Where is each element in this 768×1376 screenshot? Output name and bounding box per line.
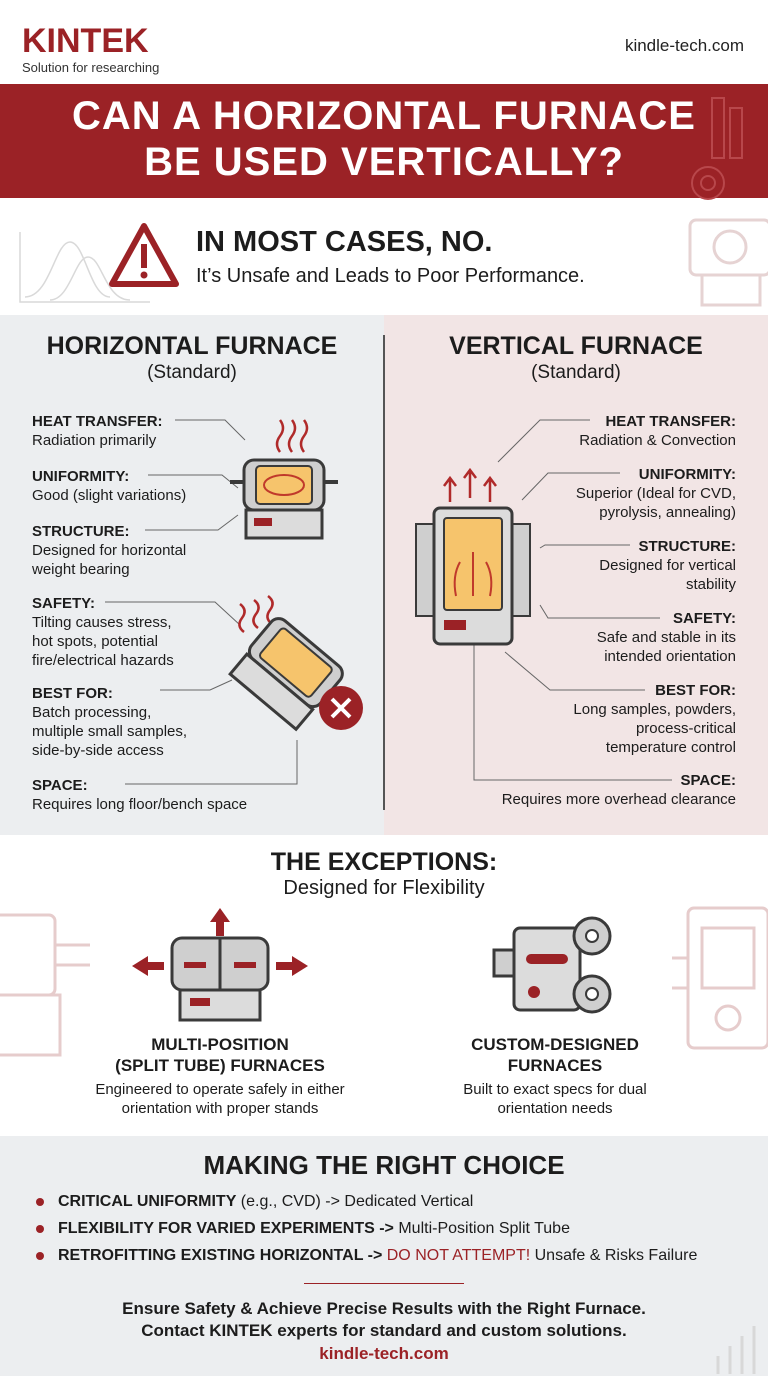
choice-item: RETROFITTING EXISTING HORIZONTAL -> DO N… [36,1247,697,1265]
horizontal-feature: UNIFORMITY: Good (slight variations) [32,467,186,505]
page-title-line2: BE USED VERTICALLY? [144,140,624,184]
feature-text: Requires long floor/bench space [32,796,248,813]
bullet-icon [36,1224,44,1233]
feature-heading: BEST FOR: [655,682,736,699]
decorative-furnace-graphic-right [672,906,768,1050]
choice-item-value: Multi-Position Split Tube [393,1220,570,1237]
brand-logo[interactable]: KINTEK Solution for researching [22,24,159,75]
feature-heading: SAFETY: [32,595,96,612]
choice-item-tail: Unsafe & Risks Failure [530,1247,698,1264]
exception-description: Engineered to operate safely in either o… [70,1080,370,1118]
feature-text: Batch processing, multiple small samples… [32,704,188,759]
exception-desc-line: Engineered to operate safely in either [95,1081,345,1098]
bullet-icon [36,1251,44,1260]
page-title: CAN A HORIZONTAL FURNACE BE USED VERTICA… [0,93,768,185]
exception-name-line: (SPLIT TUBE) FURNACES [115,1056,325,1075]
horizontal-furnace-icon [230,419,338,540]
horizontal-feature: HEAT TRANSFER: Radiation primarily [32,412,163,450]
horizontal-panel [0,315,384,835]
page-title-line1: CAN A HORIZONTAL FURNACE [72,94,696,138]
feature-heading: SAFETY: [672,610,736,627]
choice-item-value: (e.g., CVD) -> Dedicated Vertical [236,1193,474,1210]
feature-heading: BEST FOR: [32,685,113,702]
feature-heading: HEAT TRANSFER: [32,413,163,430]
feature-text: Superior (Ideal for CVD, pyrolysis, anne… [575,485,736,521]
exception-name-line: FURNACES [507,1056,603,1075]
bullet-icon [36,1197,44,1206]
horizontal-feature: SPACE: Requires long floor/bench space [32,776,247,814]
verdict-headline: IN MOST CASES, NO. [196,226,493,258]
divider [304,1283,464,1284]
choice-item-key: CRITICAL UNIFORMITY [58,1193,237,1210]
exception-name-line: CUSTOM-DESIGNED [471,1035,639,1054]
verdict-subline: It’s Unsafe and Leads to Poor Performanc… [196,265,585,287]
vertical-feature: SPACE: Requires more overhead clearance [502,771,736,809]
brand-name: KINTEK [22,22,149,60]
exceptions-subtitle: Designed for Flexibility [283,877,485,899]
feature-heading: HEAT TRANSFER: [605,413,736,430]
feature-text: Designed for vertical stability [599,557,736,593]
warning-icon [109,223,179,287]
horizontal-title: HORIZONTAL FURNACE [46,332,338,360]
title-banner [0,84,768,198]
horizontal-subtitle: (Standard) [147,362,237,383]
exception-name: MULTI-POSITION (SPLIT TUBE) FURNACES [100,1034,340,1076]
feature-text: Safe and stable in its intended orientat… [596,629,736,665]
decorative-furnace-graphic-left [0,913,90,1057]
feature-text: Long samples, powders, process-critical … [573,701,736,756]
choice-item-key: FLEXIBILITY FOR VARIED EXPERIMENTS -> [58,1220,394,1237]
feature-heading: SPACE: [32,777,88,794]
choice-item: CRITICAL UNIFORMITY (e.g., CVD) -> Dedic… [36,1193,473,1211]
feature-text: Requires more overhead clearance [501,791,736,808]
vertical-subtitle: (Standard) [531,362,621,383]
horizontal-feature: SAFETY: Tilting causes stress, hot spots… [32,594,174,670]
split-tube-furnace-icon [132,908,308,1022]
choice-item-warning: DO NOT ATTEMPT! [386,1247,531,1264]
vertical-feature: HEAT TRANSFER: Radiation & Convection [579,412,736,450]
exception-desc-line: orientation needs [497,1100,613,1117]
feature-text: Radiation primarily [32,432,157,449]
vertical-feature: STRUCTURE: Designed for vertical stabili… [599,537,736,594]
feature-heading: SPACE: [680,772,736,789]
exception-name-line: MULTI-POSITION [151,1035,289,1054]
choice-panel [0,1136,768,1376]
footer-site-link[interactable]: kindle-tech.com [319,1344,449,1363]
vertical-feature: UNIFORMITY: Superior (Ideal for CVD, pyr… [576,465,736,522]
vertical-furnace-icon [415,467,531,646]
brand-tagline: Solution for researching [22,60,160,75]
feature-text: Tilting causes stress, hot spots, potent… [32,614,174,669]
feature-heading: UNIFORMITY: [638,466,736,483]
vertical-title: VERTICAL FURNACE [449,332,703,360]
exception-desc-line: Built to exact specs for dual [463,1081,647,1098]
custom-furnace-icon [492,916,612,1014]
site-link-top[interactable]: kindle-tech.com [624,36,744,55]
horizontal-feature: BEST FOR: Batch processing, multiple sma… [32,684,187,760]
feature-heading: STRUCTURE: [32,523,130,540]
exception-name: CUSTOM-DESIGNED FURNACES [440,1034,670,1076]
tilted-furnace-icon [228,595,363,732]
vertical-feature: BEST FOR: Long samples, powders, process… [573,681,736,757]
exception-description: Built to exact specs for dual orientatio… [440,1080,670,1118]
feature-text: Radiation & Convection [579,432,736,449]
feature-heading: UNIFORMITY: [32,468,130,485]
feature-text: Designed for horizontal weight bearing [32,542,187,578]
decorative-chart-graphic [19,232,150,303]
footer-line2: Contact KINTEK experts for standard and … [141,1321,627,1340]
choice-item-key: RETROFITTING EXISTING HORIZONTAL -> [58,1247,383,1264]
choice-item: FLEXIBILITY FOR VARIED EXPERIMENTS -> Mu… [36,1220,570,1238]
choice-title: MAKING THE RIGHT CHOICE [203,1150,565,1180]
vertical-feature: SAFETY: Safe and stable in its intended … [597,609,736,666]
feature-heading: STRUCTURE: [638,538,737,555]
panel-divider [383,335,385,810]
footer-line1: Ensure Safety & Achieve Precise Results … [122,1299,646,1318]
decorative-bar-graph [716,1326,756,1374]
banner-lab-glassware-decoration [691,97,743,200]
feature-text: Good (slight variations) [32,487,187,504]
exceptions-title: THE EXCEPTIONS: [270,848,498,876]
horizontal-feature: STRUCTURE: Designed for horizontal weigh… [32,522,186,579]
decorative-furnace-graphic [688,218,768,307]
exception-desc-line: orientation with proper stands [121,1100,319,1117]
